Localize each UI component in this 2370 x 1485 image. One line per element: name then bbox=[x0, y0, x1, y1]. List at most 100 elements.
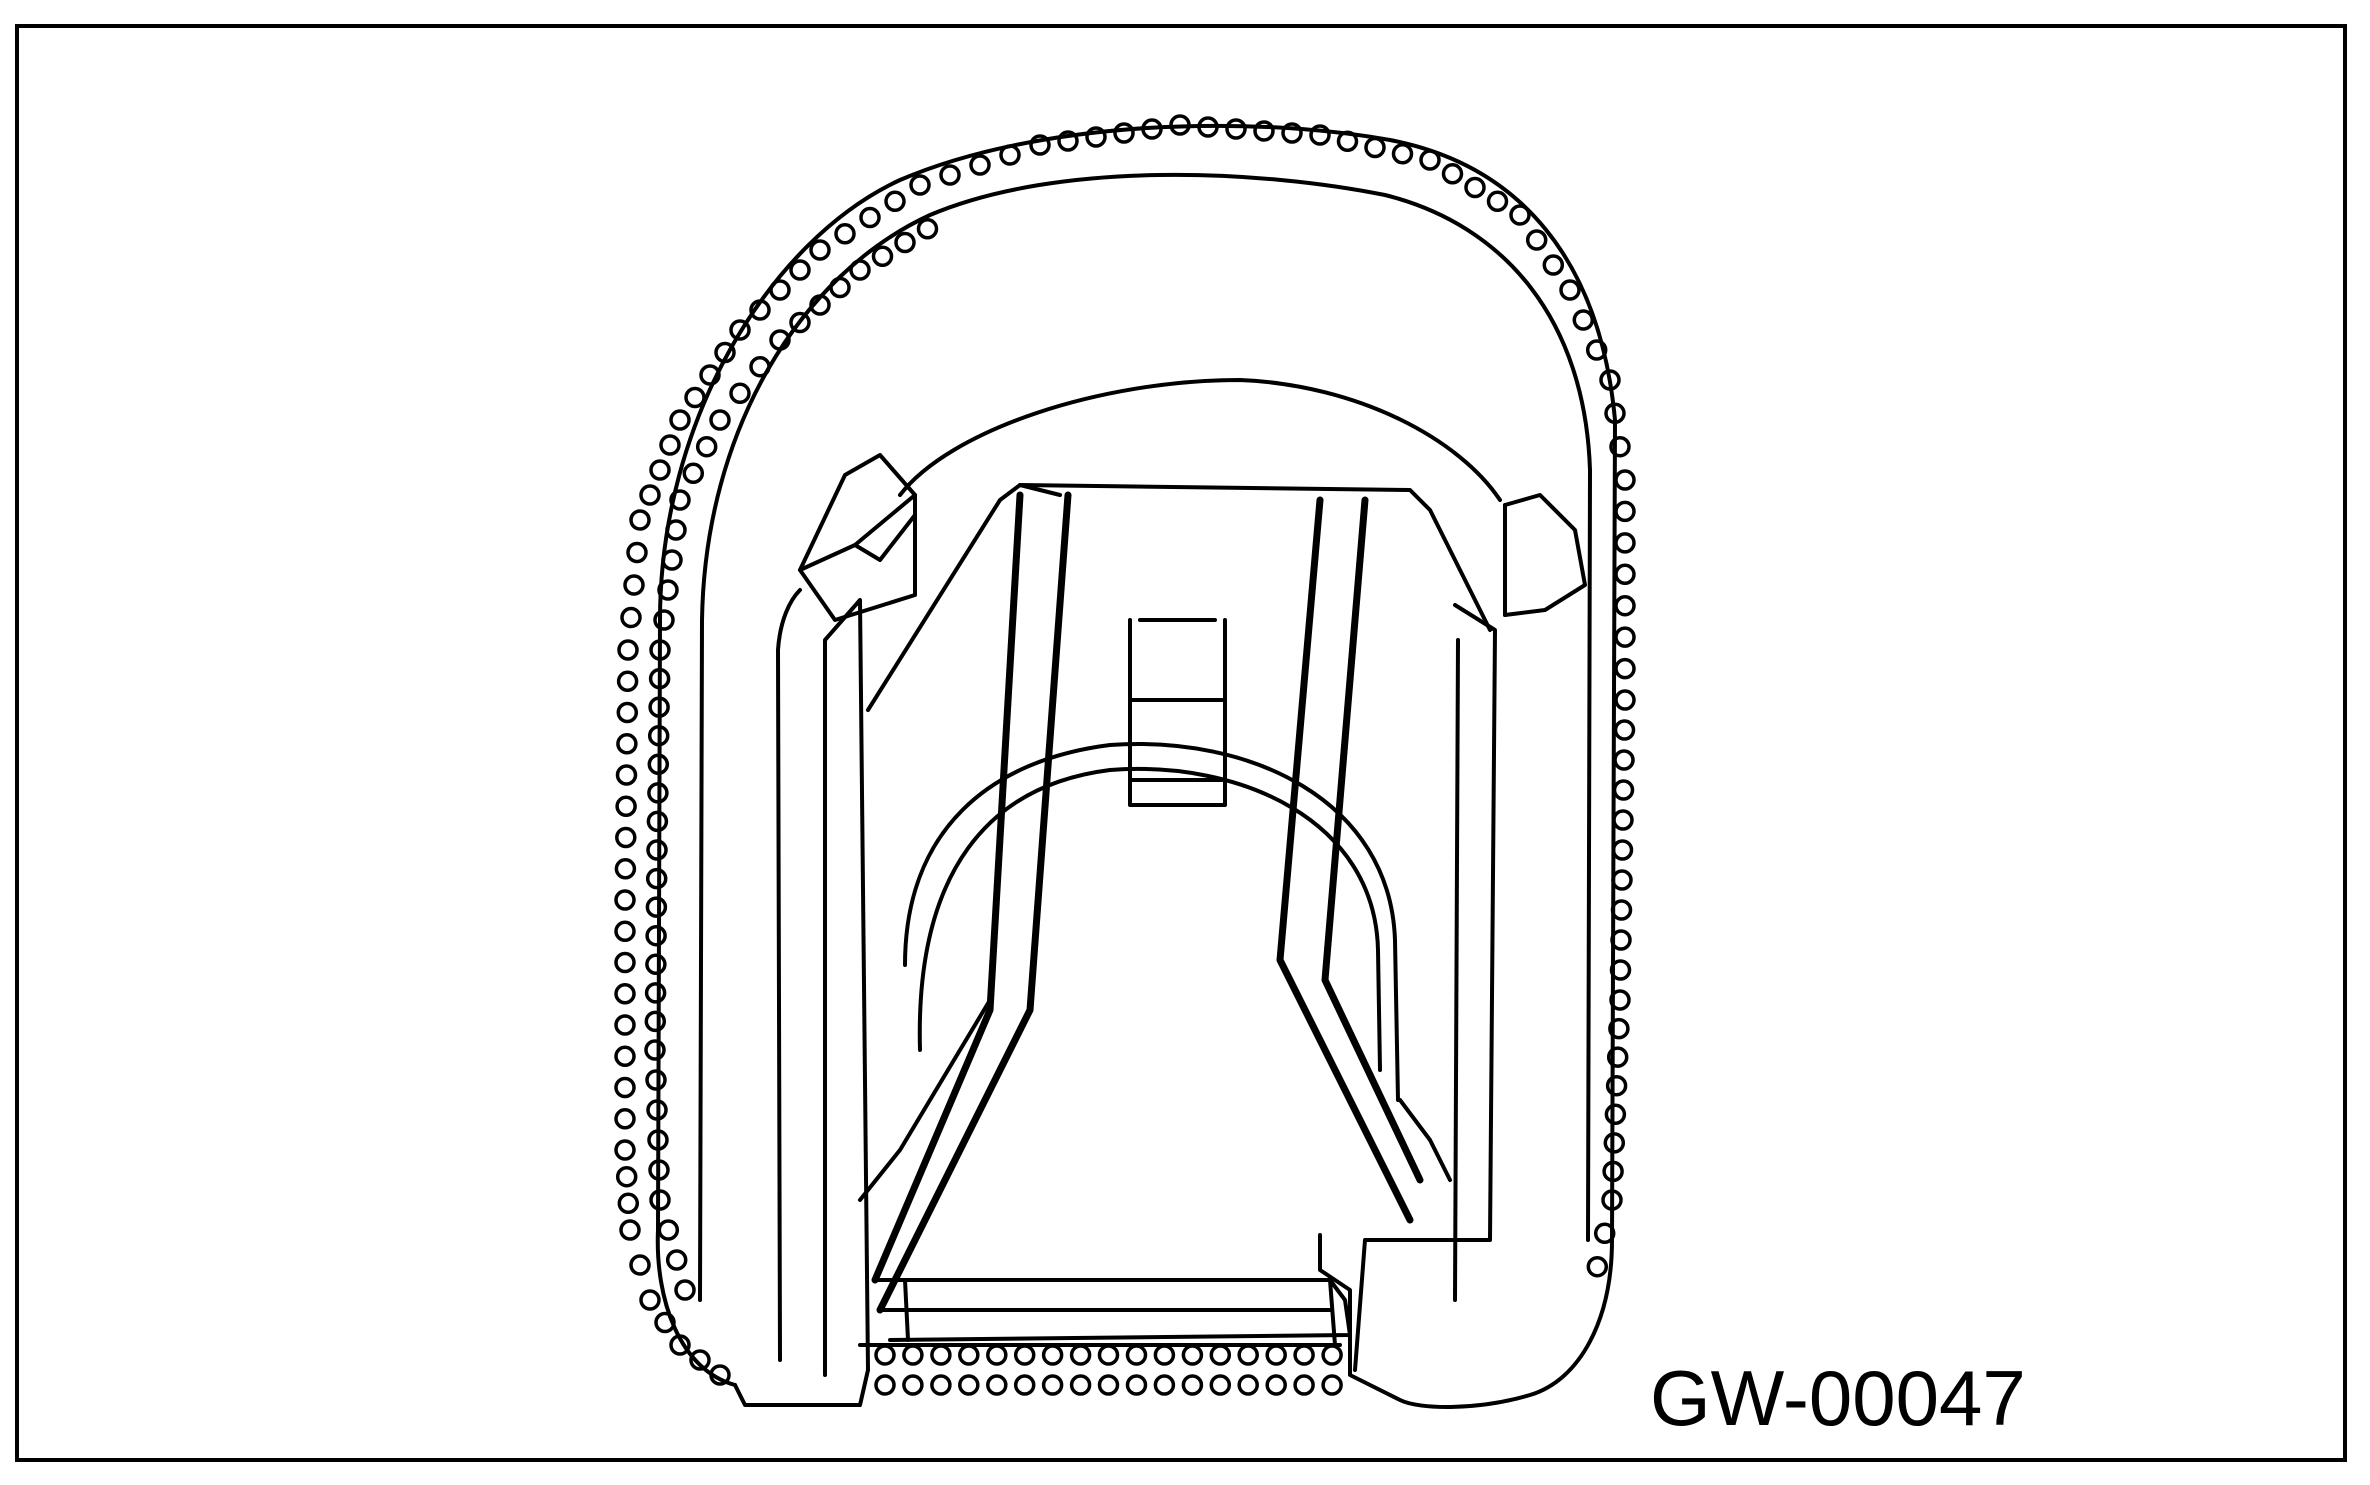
sealant-dot bbox=[682, 462, 705, 485]
sealant-dot bbox=[916, 218, 939, 240]
sealant-dot bbox=[639, 484, 661, 506]
sealant-dot bbox=[969, 154, 991, 176]
sealant-dot bbox=[1509, 204, 1531, 226]
sealant-dot bbox=[645, 896, 668, 918]
sealant-dot bbox=[1237, 1374, 1259, 1396]
sealant-dot bbox=[629, 509, 651, 531]
sealant-dot bbox=[1586, 1255, 1609, 1278]
middle-arch bbox=[898, 378, 1502, 502]
sealant-dot bbox=[1321, 1374, 1343, 1396]
sealant-dot bbox=[1069, 1374, 1092, 1396]
sealant-dot bbox=[623, 574, 645, 596]
sealant-dot bbox=[1611, 839, 1634, 861]
left-frame-arm bbox=[823, 598, 870, 1377]
sealant-dot bbox=[1265, 1374, 1287, 1396]
sealant-dot bbox=[1181, 1374, 1204, 1396]
sealant-dot bbox=[1611, 869, 1633, 891]
base-plate bbox=[858, 1278, 1352, 1347]
sealant-dot bbox=[1613, 749, 1635, 771]
sealant-dot bbox=[615, 764, 638, 786]
panel-inner-contour bbox=[698, 172, 1592, 1302]
sealant-dot bbox=[615, 795, 637, 818]
inner-ring-inner bbox=[917, 767, 1382, 1072]
sealant-dot bbox=[1614, 689, 1636, 711]
sealant-dot bbox=[1614, 563, 1636, 586]
sealant-dot bbox=[620, 606, 642, 629]
sealant-dot bbox=[614, 1108, 636, 1130]
sealant-dot bbox=[644, 982, 667, 1004]
sealant-dot bbox=[884, 190, 906, 213]
sealant-dot bbox=[1013, 1344, 1036, 1366]
sealant-bead-icon bbox=[614, 114, 1636, 1396]
sealant-dot bbox=[1209, 1374, 1232, 1396]
sealant-dot bbox=[939, 164, 961, 186]
right-frame-arm-inner bbox=[1453, 638, 1460, 1302]
sealant-dot bbox=[616, 733, 638, 755]
sealant-dot bbox=[902, 1374, 924, 1396]
sealant-dot bbox=[1097, 1374, 1120, 1396]
sealant-dot bbox=[669, 489, 691, 511]
sealant-dot bbox=[1612, 779, 1635, 801]
sealant-dot bbox=[1614, 657, 1636, 680]
sealant-dot bbox=[614, 1014, 636, 1036]
sealant-dot bbox=[1041, 1344, 1064, 1366]
sealant-dot bbox=[614, 920, 636, 943]
sealant-dot bbox=[1572, 309, 1595, 331]
sealant-dot bbox=[874, 1374, 896, 1396]
center-tab bbox=[1128, 618, 1227, 807]
sealant-dot bbox=[1614, 500, 1636, 523]
sealant-dot bbox=[1542, 254, 1565, 276]
sealant-dot bbox=[645, 924, 667, 947]
sealant-dot bbox=[1559, 279, 1581, 301]
figure-code: GW-00047 bbox=[1650, 1354, 2026, 1442]
inner-ring bbox=[903, 742, 1400, 1102]
sealant-dot bbox=[657, 1219, 680, 1241]
sealant-dot bbox=[1153, 1344, 1176, 1366]
sealant-dot bbox=[1281, 122, 1303, 144]
sealant-dot bbox=[1309, 124, 1331, 146]
sealant-dot bbox=[729, 319, 751, 341]
right-rail bbox=[1276, 496, 1424, 1224]
sealant-dot bbox=[1486, 190, 1509, 213]
sealant-dot bbox=[1614, 626, 1636, 648]
sealant-dot bbox=[1464, 176, 1486, 199]
sealant-dot bbox=[1097, 1344, 1120, 1366]
sealant-dot bbox=[1029, 134, 1051, 156]
sealant-dot bbox=[669, 409, 691, 431]
panel-outer-outline bbox=[655, 123, 1617, 1409]
sealant-dot bbox=[616, 701, 639, 724]
sealant-dot bbox=[614, 1139, 636, 1161]
sealant-dot bbox=[695, 435, 718, 458]
left-rail-edge bbox=[858, 998, 992, 1202]
sealant-dot bbox=[709, 409, 731, 431]
sealant-dot bbox=[874, 1344, 896, 1366]
sealant-dot bbox=[809, 239, 831, 261]
right-rail-edge bbox=[1398, 1098, 1452, 1182]
sealant-dot bbox=[834, 223, 856, 245]
sealant-dot bbox=[871, 245, 894, 268]
sealant-dot bbox=[684, 386, 706, 409]
sealant-dot bbox=[1604, 1103, 1627, 1126]
sealant-dot bbox=[930, 1344, 952, 1366]
sealant-dot bbox=[1364, 136, 1386, 159]
sealant-dot bbox=[646, 839, 668, 861]
sealant-dot bbox=[1013, 1374, 1036, 1396]
sealant-dot bbox=[789, 311, 811, 334]
sealant-dot bbox=[645, 1069, 667, 1091]
sealant-dot bbox=[1041, 1374, 1064, 1396]
sealant-dot bbox=[659, 434, 681, 456]
sealant-dot bbox=[1614, 594, 1636, 617]
sealant-dot bbox=[958, 1374, 980, 1396]
sealant-dot bbox=[614, 1045, 636, 1068]
sealant-dot bbox=[639, 1289, 661, 1311]
sealant-dot bbox=[617, 639, 639, 661]
right-frame-arm bbox=[1353, 603, 1497, 1372]
sealant-dot bbox=[629, 1254, 651, 1276]
sealant-dot bbox=[1125, 1344, 1148, 1366]
sealant-dot bbox=[1441, 163, 1464, 185]
sealant-dot bbox=[1253, 120, 1275, 142]
sealant-dot bbox=[1209, 1344, 1232, 1366]
sealant-dot bbox=[614, 858, 637, 880]
sealant-dot bbox=[1321, 1344, 1343, 1366]
sealant-dot bbox=[615, 1165, 638, 1188]
